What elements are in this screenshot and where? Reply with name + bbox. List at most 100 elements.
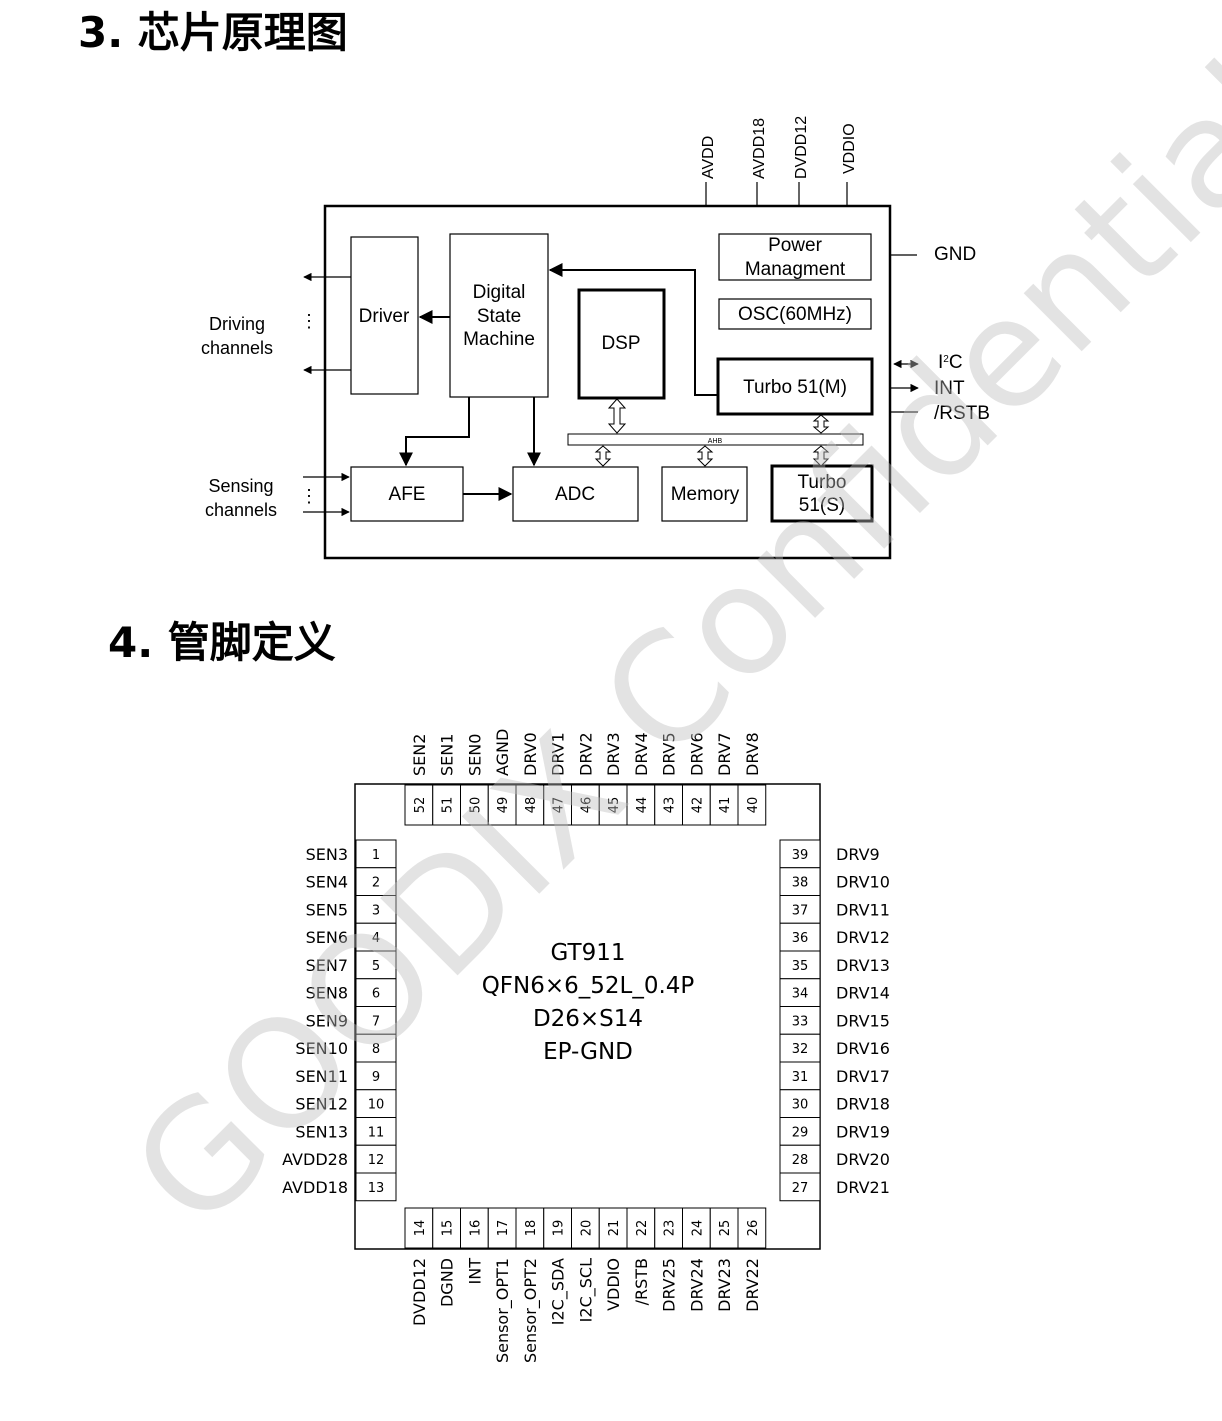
turbo-51-m-block (716, 357, 874, 416)
pin-49: 49 AGND (487, 729, 517, 826)
pin-number: 40 (746, 797, 761, 814)
adc-label: ADC (555, 484, 595, 505)
pin-label: DRV20 (836, 1150, 890, 1169)
pin-number: 27 (792, 1181, 809, 1196)
pin-label: DRV3 (604, 732, 623, 776)
pin-number: 23 (663, 1220, 678, 1237)
pin-label: /RSTB (632, 1258, 651, 1305)
pin-number: 8 (372, 1042, 380, 1057)
pin-label: DRV11 (836, 900, 890, 919)
pin-box (355, 1033, 397, 1063)
pin-box (709, 1207, 739, 1249)
pin-label: DRV6 (687, 732, 706, 776)
pin-40: 40 DRV8 (737, 732, 767, 826)
pin-label: SEN11 (295, 1067, 348, 1086)
pin-box (355, 1144, 397, 1174)
pin-label: I2C_SDA (549, 1258, 569, 1325)
pin-label: DRV13 (836, 956, 890, 975)
pin-number: 24 (690, 1220, 705, 1237)
power-pin-label: DVDD12 (793, 116, 810, 179)
pin-number: 33 (792, 1014, 809, 1029)
pin-number: 43 (663, 797, 678, 814)
pin-label: AGND (493, 729, 512, 776)
pin-box (626, 784, 656, 826)
afe-label: AFE (389, 484, 426, 505)
pin-box (487, 1207, 517, 1249)
ahb-label: AHB (708, 438, 723, 445)
pin-22: 22/RSTB (626, 1207, 656, 1305)
pin-box (355, 839, 397, 869)
pin-label: SEN12 (295, 1095, 348, 1114)
pin-box (654, 1207, 683, 1249)
pin-label: DRV21 (836, 1178, 890, 1197)
pin-label: DRV22 (743, 1258, 762, 1312)
pin-number: 49 (496, 797, 511, 814)
pin-number: 29 (792, 1125, 809, 1140)
pin-box (460, 784, 489, 826)
pin-box (432, 1207, 461, 1249)
pin-box (355, 922, 397, 952)
pin-number: 46 (579, 797, 594, 814)
pin-label: SEN13 (295, 1122, 348, 1141)
pin-label: I2C_SCL (576, 1258, 596, 1322)
pin-label: DRV23 (715, 1258, 734, 1312)
pin-box (355, 1089, 397, 1118)
pin-label: SEN8 (306, 984, 348, 1003)
pin-label: SEN1 (438, 734, 457, 776)
pin-box (404, 1207, 434, 1249)
power-management-label-line: Power (768, 235, 823, 256)
pin-label: DRV5 (660, 732, 679, 776)
pinout-diagram: 1SEN32SEN43SEN54SEN65SEN76SEN87SEN98SEN1… (282, 729, 890, 1363)
adc-block (512, 466, 639, 522)
pin-box (779, 978, 821, 1007)
chip-pin-config: D26×S14 (533, 1006, 643, 1032)
pin-box (682, 1207, 711, 1249)
pin-label: AVDD18 (282, 1178, 348, 1197)
turbo-m-ahb-bus-arrow (812, 414, 830, 434)
pin-label: DRV7 (715, 732, 734, 776)
pin-box (543, 1207, 572, 1249)
pin-number: 13 (368, 1181, 385, 1196)
power-pin-labels: AVDD AVDD18 DVDD12 VDDIO (700, 116, 858, 179)
power-pin-label: AVDD18 (751, 118, 768, 179)
power-pin-label: VDDIO (841, 123, 858, 174)
pin-number: 16 (468, 1220, 483, 1237)
turbo-m-to-dsm-arrow (548, 263, 718, 396)
pin-box (487, 784, 517, 826)
pin-box (737, 1207, 767, 1249)
pin-number: 20 (579, 1220, 594, 1237)
pin-label: DRV1 (549, 732, 568, 776)
pin-box (779, 1144, 821, 1174)
pin-box (355, 1006, 397, 1035)
pin-label: DRV4 (632, 732, 651, 776)
pin-number: 50 (468, 797, 483, 814)
pin-box (598, 784, 628, 826)
pin-label: DRV8 (743, 732, 762, 776)
pin-box (779, 1006, 821, 1035)
pin-number: 6 (372, 987, 380, 1002)
pin-label: DRV9 (836, 845, 880, 864)
pin-number: 34 (792, 987, 809, 1002)
pin-label: SEN5 (306, 900, 348, 919)
dsp-ahb-bus-arrow (607, 398, 627, 434)
driver-block (350, 236, 419, 395)
pin-box (598, 1207, 628, 1249)
pin-box (404, 784, 434, 826)
